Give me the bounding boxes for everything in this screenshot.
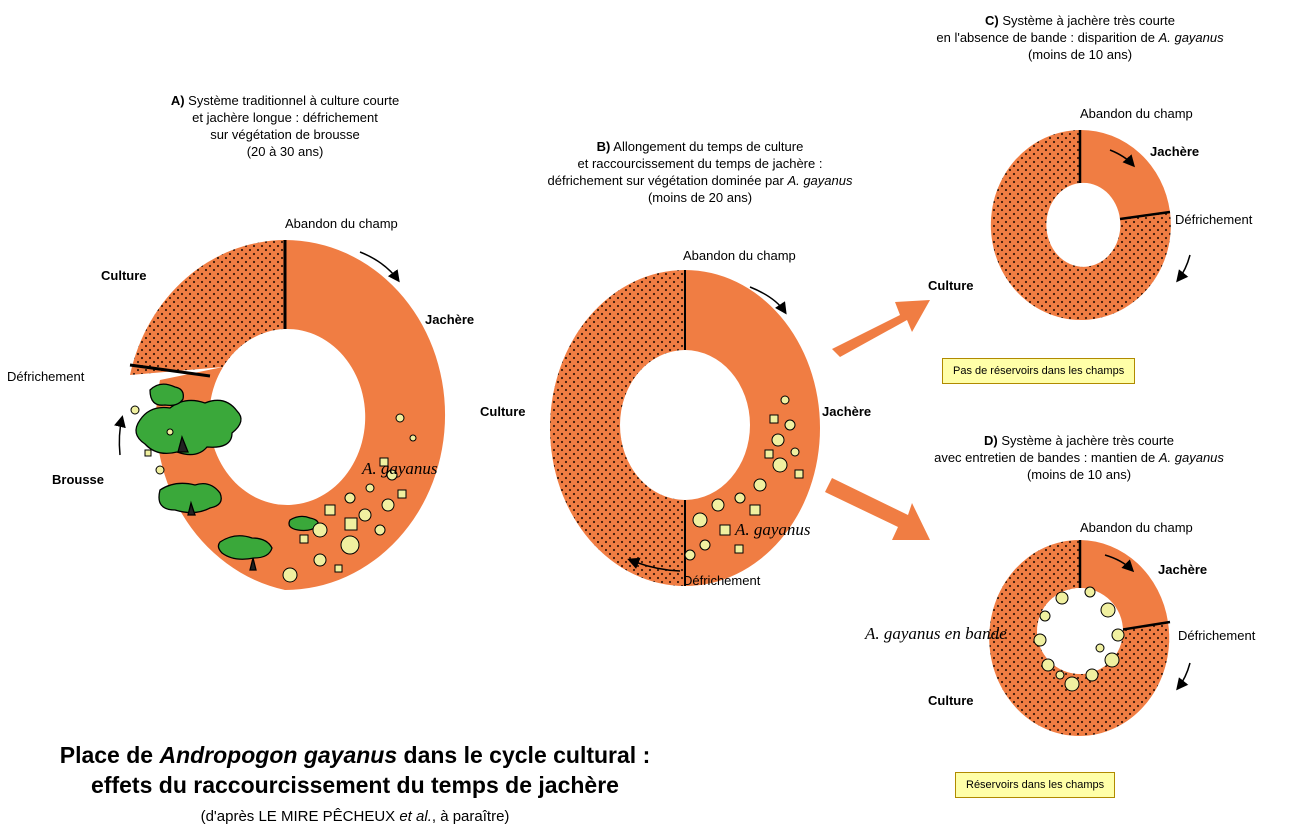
caption-a-line3: sur végétation de brousse (210, 127, 360, 142)
a-jachere-label: Jachère (425, 312, 474, 327)
caption-d: D) Système à jachère très courte avec en… (855, 432, 1303, 483)
caption-c-species: A. gayanus (1159, 30, 1224, 45)
figure-title: Place de Andropogon gayanus dans le cycl… (30, 740, 680, 800)
a-culture-label: Culture (101, 268, 147, 283)
b-culture-label: Culture (480, 404, 526, 419)
caption-b-line2: et raccourcissement du temps de jachère … (578, 156, 823, 171)
caption-b-line1: Allongement du temps de culture (613, 139, 803, 154)
caption-d-line2: avec entretien de bandes : mantien de (934, 450, 1159, 465)
caption-c: C) Système à jachère très courte en l'ab… (860, 12, 1300, 63)
a-defrichement-label: Défrichement (7, 369, 84, 384)
d-abandon-label: Abandon du champ (1080, 520, 1193, 535)
a-agayanus-label: A. gayanus (362, 459, 438, 479)
c-reservoir-box: Pas de réservoirs dans les champs (942, 358, 1135, 384)
caption-d-species: A. gayanus (1159, 450, 1224, 465)
a-abandon-label: Abandon du champ (285, 216, 398, 231)
d-agayanus-band-label: A. gayanus en bande (865, 624, 1007, 644)
caption-d-line1: Système à jachère très courte (1001, 433, 1174, 448)
title-line2: effets du raccourcissement du temps de j… (91, 772, 619, 798)
caption-d-line3: (moins de 10 ans) (1027, 467, 1131, 482)
source-pre: (d'après LE MIRE PÊCHEUX (201, 808, 400, 825)
caption-c-line2: en l'absence de bande : disparition de (936, 30, 1158, 45)
caption-a-letter: A) (171, 93, 185, 108)
b-jachere-label: Jachère (822, 404, 871, 419)
c-defrichement-label: Défrichement (1175, 212, 1252, 227)
source-post: , à paraître) (432, 808, 510, 825)
c-jachere-label: Jachère (1150, 144, 1199, 159)
c-abandon-label: Abandon du champ (1080, 106, 1193, 121)
d-jachere-label: Jachère (1158, 562, 1207, 577)
title-line1-pre: Place de (60, 742, 160, 768)
d-defrichement-label: Défrichement (1178, 628, 1255, 643)
c-culture-label: Culture (928, 278, 974, 293)
caption-d-letter: D) (984, 433, 998, 448)
title-species: Andropogon gayanus (159, 742, 397, 768)
caption-c-letter: C) (985, 13, 999, 28)
title-line1-post: dans le cycle cultural : (397, 742, 650, 768)
d-reservoir-box: Réservoirs dans les champs (955, 772, 1115, 798)
caption-b-letter: B) (597, 139, 611, 154)
ring-a-culture (130, 240, 285, 375)
b-abandon-label: Abandon du champ (683, 248, 796, 263)
a-brousse-label: Brousse (52, 472, 104, 487)
caption-a: A) Système traditionnel à culture courte… (95, 92, 475, 160)
caption-a-line2: et jachère longue : défrichement (192, 110, 378, 125)
b-agayanus-label: A. gayanus (735, 520, 811, 540)
caption-b-line3: défrichement sur végétation dominée par (548, 173, 788, 188)
caption-b-species: A. gayanus (787, 173, 852, 188)
d-culture-label: Culture (928, 693, 974, 708)
arrow-to-c (832, 300, 930, 357)
arrow-to-d (825, 478, 930, 540)
caption-b-line4: (moins de 20 ans) (648, 190, 752, 205)
source-etal: et al. (399, 808, 432, 825)
b-defrichement-label: Défrichement (683, 573, 760, 588)
caption-a-line4: (20 à 30 ans) (247, 144, 324, 159)
caption-c-line3: (moins de 10 ans) (1028, 47, 1132, 62)
caption-b: B) Allongement du temps de culture et ra… (440, 138, 960, 206)
caption-a-line1: Système traditionnel à culture courte (188, 93, 399, 108)
ring-b-culture (550, 270, 685, 586)
figure-source: (d'après LE MIRE PÊCHEUX et al., à paraî… (120, 808, 590, 825)
caption-c-line1: Système à jachère très courte (1002, 13, 1175, 28)
